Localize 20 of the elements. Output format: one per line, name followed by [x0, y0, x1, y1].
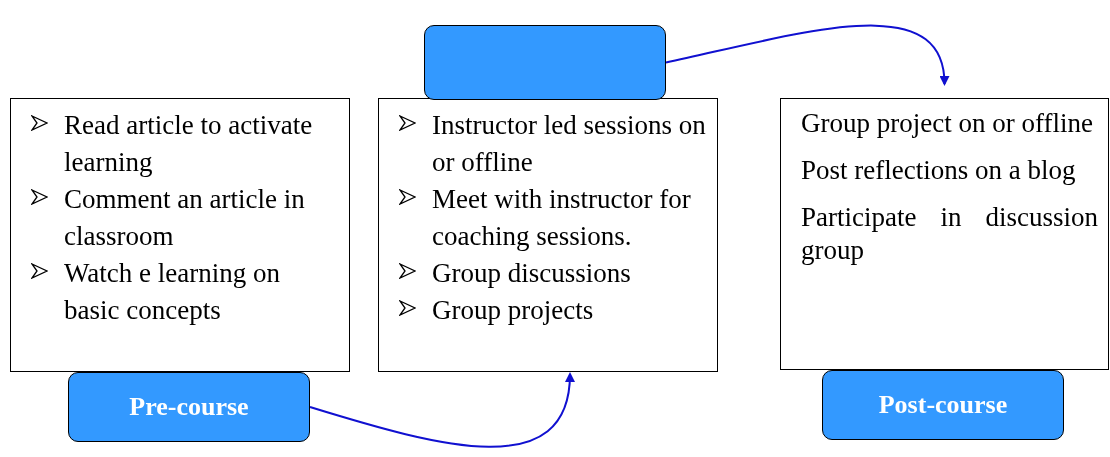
list-item-text: Comment an article in classroom [64, 183, 306, 253]
list-item-text: Watch e learning on basic concepts [64, 257, 281, 327]
list-item-text: Group discussions [432, 257, 631, 290]
curved-arrow [309, 372, 575, 448]
text-box [780, 98, 1109, 370]
paragraph: Post reflections on a blog [801, 154, 1077, 187]
stage-box [822, 370, 1064, 440]
list-item-text: Group projects [432, 294, 594, 327]
list-item-text: Read article to activate learning [64, 109, 314, 179]
curved-arrow [665, 24, 949, 86]
paragraph: Group project on or offline [801, 107, 1094, 140]
stage-label: Pre-course [129, 392, 249, 422]
paragraph: Participate in discussion group [801, 201, 1098, 267]
blank-box [424, 25, 666, 100]
stage-box [68, 372, 310, 442]
list-item-text: Meet with instructor for coaching sessions. [432, 183, 692, 253]
stage-label: Post-course [878, 390, 1008, 420]
text-box [378, 98, 718, 372]
text-box [10, 98, 350, 372]
list-item-text: Instructor led sessions on or offline [432, 109, 707, 179]
